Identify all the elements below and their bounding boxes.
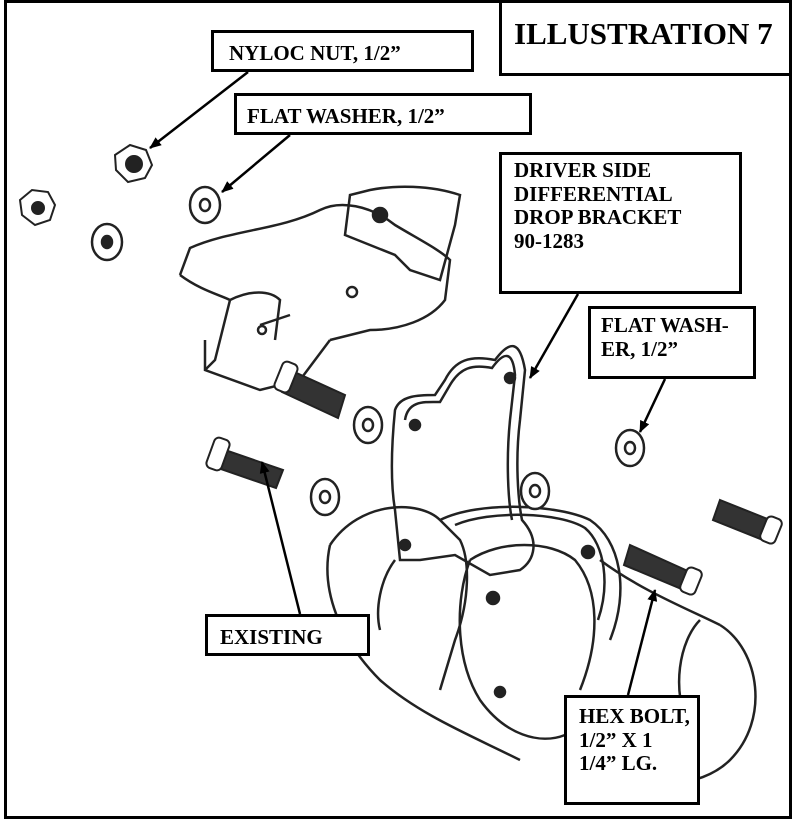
callout-hex-bolt-line: 1/4” LG. [579,751,658,776]
callout-drop-bracket-line: DRIVER SIDE [514,158,652,182]
callout-drop-bracket: DRIVER SIDE DIFFERENTIAL DROP BRACKET 90… [499,152,742,294]
flat-washers [90,185,646,517]
callout-flat-washer-right: FLAT WASH- ER, 1/2” [588,306,756,379]
callout-flat-washer-top-text: FLAT WASHER, 1/2” [247,104,445,128]
callout-existing-text: EXISTING [220,625,323,649]
callout-nyloc-nut: NYLOC NUT, 1/2” [211,30,474,72]
callout-hex-bolt-line: HEX BOLT, [579,704,690,728]
upper-mount-bracket [178,185,462,392]
illustration-title: ILLUSTRATION 7 [499,0,792,76]
callout-flat-washer-top: FLAT WASHER, 1/2” [234,93,532,135]
callout-drop-bracket-line: DIFFERENTIAL [514,181,673,206]
illustration-frame [4,0,792,819]
callout-hex-bolt: HEX BOLT, 1/2” X 1 1/4” LG. [564,695,700,805]
callout-flat-washer-right-line: FLAT WASH- [601,313,729,337]
leader-arrows [149,71,667,696]
callout-drop-bracket-part-number: 90-1283 [514,228,584,253]
bolts [205,360,783,596]
callout-existing: EXISTING [205,614,370,656]
illustration-title-text: ILLUSTRATION 7 [514,16,773,51]
callout-hex-bolt-line: 1/2” X 1 [579,727,653,752]
callout-drop-bracket-line: DROP BRACKET [514,205,682,230]
callout-flat-washer-right-line: ER, 1/2” [601,336,679,361]
nyloc-nuts [18,143,154,227]
callout-nyloc-nut-text: NYLOC NUT, 1/2” [229,41,401,65]
drop-bracket-part [376,344,535,631]
